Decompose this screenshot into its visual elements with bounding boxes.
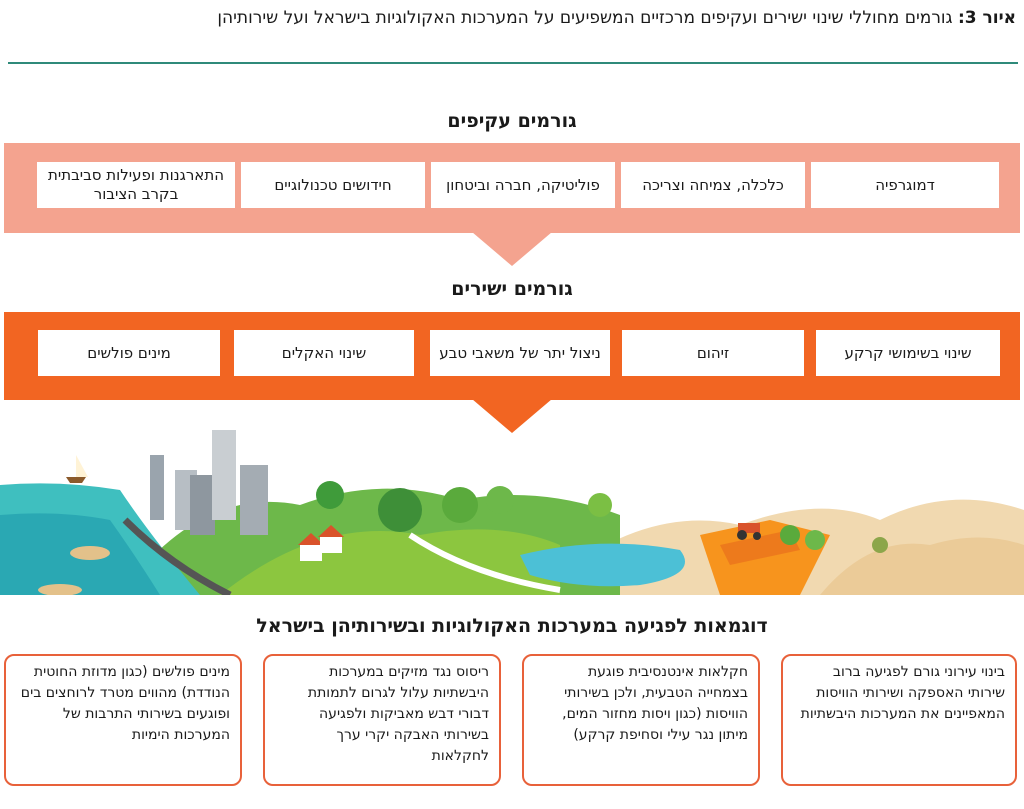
indirect-heading: גורמים עקיפים — [447, 110, 577, 132]
direct-item-climate: שינוי האקלים — [234, 330, 414, 376]
indirect-item-public-activity: התארגנות ופעילות סביבתית בקרב הציבור — [37, 162, 235, 208]
indirect-band: דמוגרפיה כלכלה, צמיחה וצריכה פוליטיקה, ח… — [4, 143, 1020, 233]
landscape-illustration — [0, 430, 1024, 595]
figure-title: איור 3: גורמים מחוללי שינוי ישירים ועקיפ… — [8, 6, 1016, 30]
example-intensive-agriculture: חקלאות אינטנסיבית פוגעת בצמחייה הטבעית, … — [522, 654, 760, 786]
indirect-item-politics: פוליטיקה, חברה וביטחון — [431, 162, 615, 208]
example-pesticide-spraying: ריסוס נגד מזיקים במערכות היבשתיות עלול ל… — [263, 654, 501, 786]
direct-item-pollution: זיהום — [622, 330, 804, 376]
indirect-arrow — [472, 232, 552, 266]
direct-item-land-use: שינוי בשימושי קרקע — [816, 330, 1000, 376]
direct-heading: גורמים ישירים — [451, 278, 573, 300]
direct-item-overexploitation: ניצול יתר של משאבי טבע — [430, 330, 610, 376]
direct-band: שינוי בשימושי קרקע זיהום ניצול יתר של מש… — [4, 312, 1020, 400]
figure-number: איור 3: — [957, 8, 1016, 28]
title-divider — [8, 62, 1018, 64]
indirect-item-demography: דמוגרפיה — [811, 162, 999, 208]
indirect-item-economy: כלכלה, צמיחה וצריכה — [621, 162, 805, 208]
examples-heading: דוגמאות לפגיעה במערכות האקולוגיות ובשירו… — [256, 615, 768, 637]
indirect-item-technology: חידושים טכנולוגיים — [241, 162, 425, 208]
figure-caption: גורמים מחוללי שינוי ישירים ועקיפים מרכזי… — [217, 8, 958, 28]
direct-arrow — [472, 399, 552, 433]
example-urban-construction: בינוי עירוני גורם לפגיעה ברוב שירותי האס… — [781, 654, 1017, 786]
example-invasive-species: מינים פולשים (כגון מדוזת החוטית הנודדת) … — [4, 654, 242, 786]
direct-item-invasive: מינים פולשים — [38, 330, 220, 376]
